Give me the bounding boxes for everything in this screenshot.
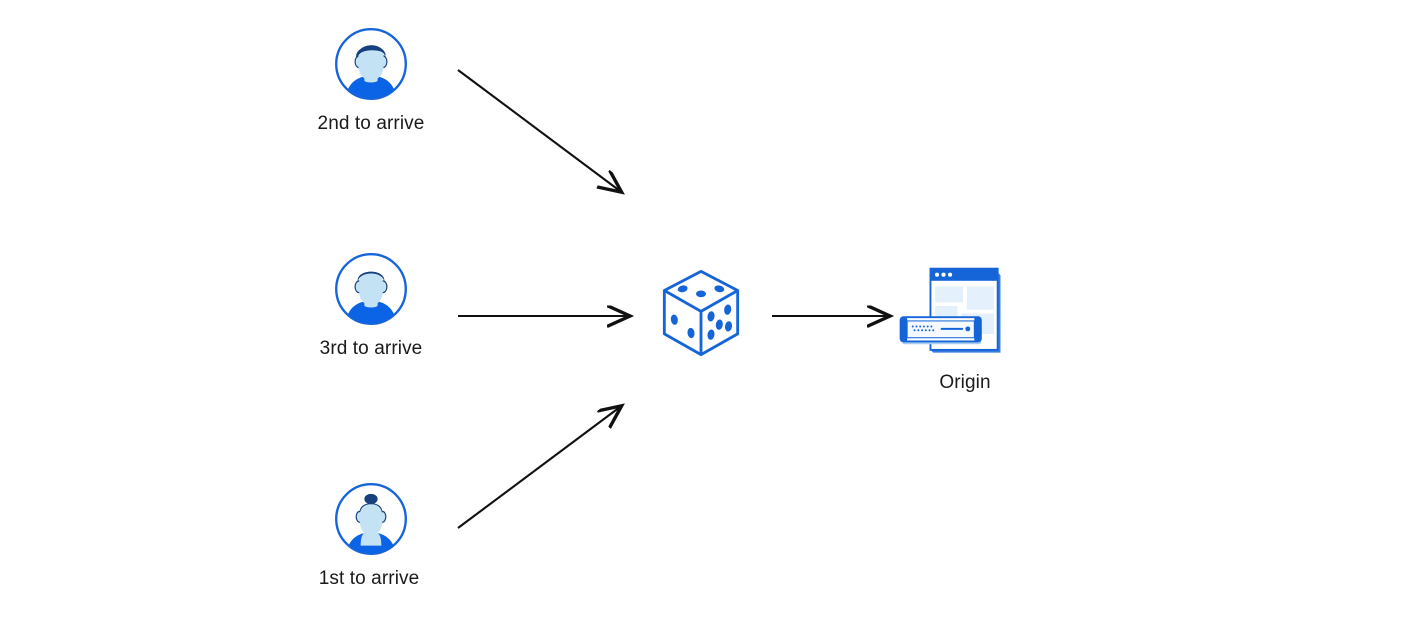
arrow-1st-to-balancer	[457, 407, 620, 529]
window-dot-2	[941, 272, 946, 277]
window-dot-3	[948, 272, 953, 277]
client-2nd-label: 2nd to arrive	[317, 113, 425, 134]
client-1st-label: 1st to arrive	[318, 568, 420, 589]
origin-server-icon	[899, 267, 1001, 353]
user-avatar-icon	[335, 483, 407, 555]
window-dot-1	[934, 272, 940, 277]
user-avatar-icon	[335, 253, 407, 325]
client-3rd-label: 3rd to arrive	[319, 338, 423, 359]
server-ports-icon	[911, 325, 935, 332]
server-status-led-icon	[965, 326, 971, 332]
dice-icon	[662, 269, 740, 357]
user-avatar-icon	[335, 28, 407, 100]
origin-label: Origin	[939, 372, 991, 393]
